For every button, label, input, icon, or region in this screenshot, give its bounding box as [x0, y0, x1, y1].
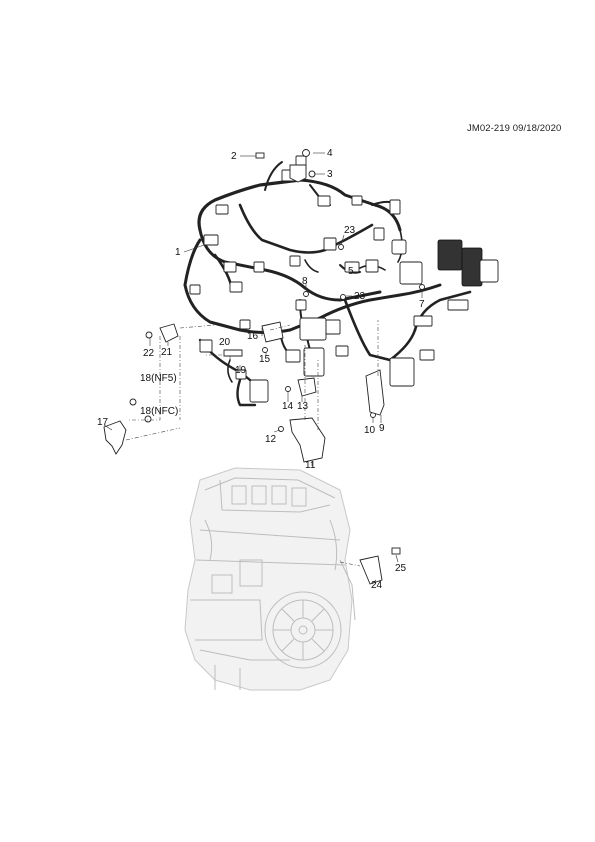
callout-18-nf5: 18(NF5) — [140, 373, 177, 384]
callout-11: 11 — [305, 460, 316, 471]
callout-24: 24 — [371, 580, 383, 591]
callout-4: 4 — [327, 148, 333, 159]
callout-20: 20 — [219, 337, 231, 348]
callout-25: 25 — [395, 563, 407, 574]
callout-14: 14 — [282, 401, 294, 412]
callout-8: 8 — [302, 276, 308, 287]
callout-5: 5 — [348, 266, 354, 277]
callout-labels: 2 4 3 1 23 5 8 23 7 16 20 15 22 21 19 18… — [97, 148, 425, 591]
callout-12: 12 — [265, 434, 277, 445]
callout-22: 22 — [143, 348, 155, 359]
callout-23a: 23 — [344, 225, 356, 236]
fasteners-and-brackets — [103, 149, 425, 585]
callout-21: 21 — [161, 347, 173, 358]
callout-13: 13 — [297, 401, 309, 412]
callout-17: 17 — [97, 417, 109, 428]
callout-16: 16 — [247, 331, 259, 342]
harness-connectors — [189, 155, 499, 403]
callout-9: 9 — [379, 423, 385, 434]
callout-3: 3 — [327, 169, 333, 180]
callout-7: 7 — [419, 299, 425, 310]
callout-leaders — [103, 152, 423, 585]
callout-18-nfc: 18(NFC) — [140, 406, 178, 417]
callout-19: 19 — [235, 365, 247, 376]
reference-lines — [125, 320, 379, 567]
document-code: JM02-219 09/18/2020 — [467, 123, 562, 134]
callout-15: 15 — [259, 354, 271, 365]
callout-23b: 23 — [354, 291, 366, 302]
engine-block-illustration — [184, 467, 356, 691]
callout-10: 10 — [364, 425, 376, 436]
callout-1: 1 — [175, 247, 181, 258]
callout-2: 2 — [231, 151, 237, 162]
